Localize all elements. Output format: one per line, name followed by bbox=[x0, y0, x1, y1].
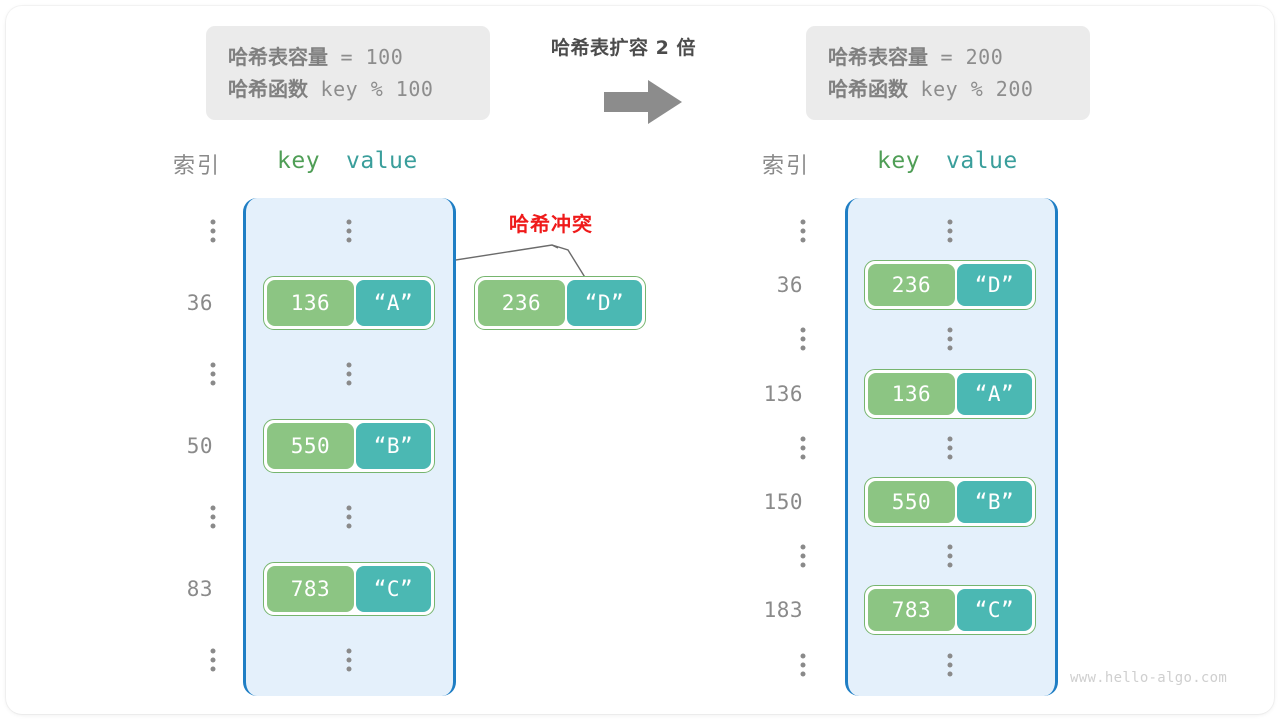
after-function-expr: key % 200 bbox=[908, 77, 1034, 102]
before-index-label: 83 bbox=[186, 576, 213, 601]
before-index-ellipsis bbox=[210, 648, 216, 672]
after-bucket-ellipsis bbox=[947, 544, 953, 568]
before-function-label: 哈希函数 bbox=[228, 77, 308, 102]
after-pair-value: “C” bbox=[956, 589, 1032, 632]
after-bucket-ellipsis bbox=[947, 327, 953, 351]
after-pair-value: “A” bbox=[956, 372, 1032, 415]
after-header-key: key bbox=[877, 148, 921, 174]
before-pair[interactable]: 783“C” bbox=[263, 561, 435, 616]
before-function-line: 哈希函数 key % 100 bbox=[228, 73, 468, 105]
overflow-pair[interactable]: 236 “D” bbox=[474, 276, 646, 330]
before-pair-key: 783 bbox=[267, 565, 354, 612]
after-pair-key: 136 bbox=[868, 372, 955, 415]
after-bucket-ellipsis bbox=[947, 653, 953, 677]
after-capacity-line: 哈希表容量 = 200 bbox=[828, 41, 1068, 73]
after-pair[interactable]: 550“B” bbox=[864, 477, 1036, 527]
after-pair-key: 236 bbox=[868, 264, 955, 307]
after-header-value: value bbox=[946, 148, 1018, 174]
before-capacity-line: 哈希表容量 = 100 bbox=[228, 41, 468, 73]
before-capacity-expr: = 100 bbox=[328, 45, 404, 69]
before-capacity-label: 哈希表容量 bbox=[228, 45, 328, 69]
after-capacity-label: 哈希表容量 bbox=[828, 45, 928, 69]
before-index-ellipsis bbox=[210, 362, 216, 386]
before-bucket-ellipsis bbox=[346, 219, 352, 243]
after-pair-value: “B” bbox=[956, 481, 1032, 523]
after-index-label: 150 bbox=[763, 490, 803, 514]
before-index-label: 36 bbox=[186, 290, 213, 315]
before-index-label: 50 bbox=[186, 433, 213, 458]
image-frame bbox=[6, 6, 1274, 714]
after-info-box: 哈希表容量 = 200 哈希函数 key % 200 bbox=[806, 26, 1090, 120]
after-pair-key: 550 bbox=[868, 481, 955, 523]
after-index-label: 36 bbox=[776, 273, 803, 298]
before-bucket-ellipsis bbox=[346, 648, 352, 672]
after-index-label: 183 bbox=[763, 598, 803, 623]
after-index-label: 136 bbox=[763, 381, 803, 406]
before-bucket-ellipsis bbox=[346, 362, 352, 386]
before-index-ellipsis bbox=[210, 219, 216, 243]
overflow-pair-value: “D” bbox=[566, 280, 642, 326]
before-pair-key: 136 bbox=[267, 279, 354, 326]
after-bucket-ellipsis bbox=[947, 436, 953, 460]
transform-title: 哈希表扩容 2 倍 bbox=[551, 37, 696, 59]
after-index-ellipsis bbox=[800, 436, 806, 460]
after-capacity-expr: = 200 bbox=[928, 45, 1004, 69]
before-pair-value: “A” bbox=[355, 279, 431, 326]
after-index-ellipsis bbox=[800, 544, 806, 568]
before-info-box: 哈希表容量 = 100 哈希函数 key % 100 bbox=[206, 26, 490, 120]
before-pair-key: 550 bbox=[267, 422, 354, 469]
collision-label: 哈希冲突 bbox=[509, 212, 593, 236]
right-arrow-icon bbox=[604, 80, 682, 128]
before-pair-value: “B” bbox=[355, 422, 431, 469]
before-header-value: value bbox=[346, 148, 418, 174]
after-index-ellipsis bbox=[800, 327, 806, 351]
watermark: www.hello-algo.com bbox=[1070, 670, 1228, 686]
before-index-ellipsis bbox=[210, 505, 216, 529]
after-pair[interactable]: 136“A” bbox=[864, 368, 1036, 419]
after-pair[interactable]: 236“D” bbox=[864, 260, 1036, 311]
before-function-expr: key % 100 bbox=[308, 77, 434, 102]
after-function-label: 哈希函数 bbox=[828, 77, 908, 102]
before-header-key: key bbox=[277, 148, 321, 174]
after-bucket-ellipsis bbox=[947, 219, 953, 243]
before-header-index: 索引 bbox=[173, 154, 222, 179]
before-pair[interactable]: 136“A” bbox=[263, 275, 435, 330]
before-pair[interactable]: 550“B” bbox=[263, 418, 435, 473]
after-pair-key: 783 bbox=[868, 589, 955, 632]
after-pair-value: “D” bbox=[956, 264, 1032, 307]
overflow-pair-key: 236 bbox=[478, 280, 565, 326]
after-header-index: 索引 bbox=[762, 154, 811, 179]
before-bucket-ellipsis bbox=[346, 505, 352, 529]
after-index-ellipsis bbox=[800, 653, 806, 677]
after-index-ellipsis bbox=[800, 219, 806, 243]
after-pair[interactable]: 783“C” bbox=[864, 585, 1036, 636]
before-pair-value: “C” bbox=[355, 565, 431, 612]
after-function-line: 哈希函数 key % 200 bbox=[828, 73, 1068, 105]
